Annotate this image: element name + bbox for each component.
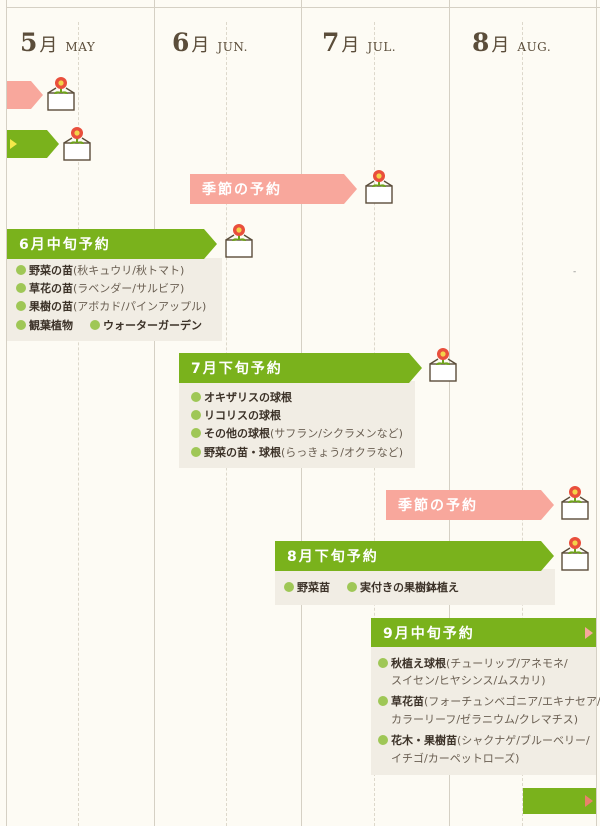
potted-flower-icon [365,170,393,204]
mid-divider-may [78,22,79,826]
green-booking-arrow-next[interactable] [523,788,596,814]
mid-september-items-panel [371,645,596,775]
list-item: 観葉植物 [16,318,73,334]
list-item-continuation: カラーリーフ/ゼラニウム/クレマチス) [391,713,579,726]
mid-divider-aug [522,22,523,826]
stray-mark: - [573,267,577,277]
list-item-continuation: イチゴ/カーペットローズ) [391,752,520,765]
month-divider-sep [596,0,597,826]
list-item: 秋植え球根(チューリップ/アネモネ/ [378,656,568,672]
green-booking-arrow-continuation[interactable] [7,130,59,158]
list-item: ウォーターガーデン [90,318,202,334]
potted-flower-icon [63,127,91,161]
list-item: 草花苗(フォーチュンベゴニア/エキナセア/ [378,694,600,710]
mid-september-booking-arrow[interactable]: 9月中旬予約 [371,618,596,647]
late-august-items-panel [275,569,555,605]
list-item: オキザリスの球根 [191,390,292,406]
list-item: 草花の苗(ラベンダー/サルビア) [16,281,184,297]
potted-flower-icon [429,348,457,382]
month-divider-jun [154,0,155,826]
list-item: 実付きの果樹鉢植え [347,580,459,596]
mid-june-booking-arrow[interactable]: 6月中旬予約 [7,229,217,259]
mid-june-items-panel [7,258,222,341]
seasonal-booking-arrow[interactable]: 季節の予約 [190,174,357,204]
late-july-booking-arrow[interactable]: 7月下旬予約 [179,353,422,383]
potted-flower-icon [225,224,253,258]
list-item: 果樹の苗(アボカド/パインアップル) [16,299,206,315]
left-edge [6,0,7,826]
potted-flower-icon [561,486,589,520]
late-august-booking-arrow[interactable]: 8月下旬予約 [275,541,554,571]
month-divider-aug [449,0,450,826]
late-july-items-panel [179,381,415,468]
list-item: 花木・果樹苗(シャクナゲ/ブルーベリー/ [378,733,590,749]
seasonal-booking-arrow-2[interactable]: 季節の予約 [386,490,554,520]
list-item: その他の球根(サフラン/シクラメンなど) [191,426,403,442]
list-item: リコリスの球根 [191,408,281,424]
list-item: 野菜苗 [284,580,330,596]
continue-arrow-icon [585,795,593,807]
continue-arrow-icon [585,627,593,639]
potted-flower-icon [561,537,589,571]
potted-flower-icon [47,77,75,111]
list-item: 野菜の苗(秋キュウリ/秋トマト) [16,263,184,279]
list-item: 野菜の苗・球根(らっきょう/オクラなど) [191,445,403,461]
list-item-continuation: スイセン/ヒヤシンス/ムスカリ) [391,674,546,687]
top-rule [6,0,600,8]
seasonal-booking-arrow-continuation[interactable] [7,81,43,109]
